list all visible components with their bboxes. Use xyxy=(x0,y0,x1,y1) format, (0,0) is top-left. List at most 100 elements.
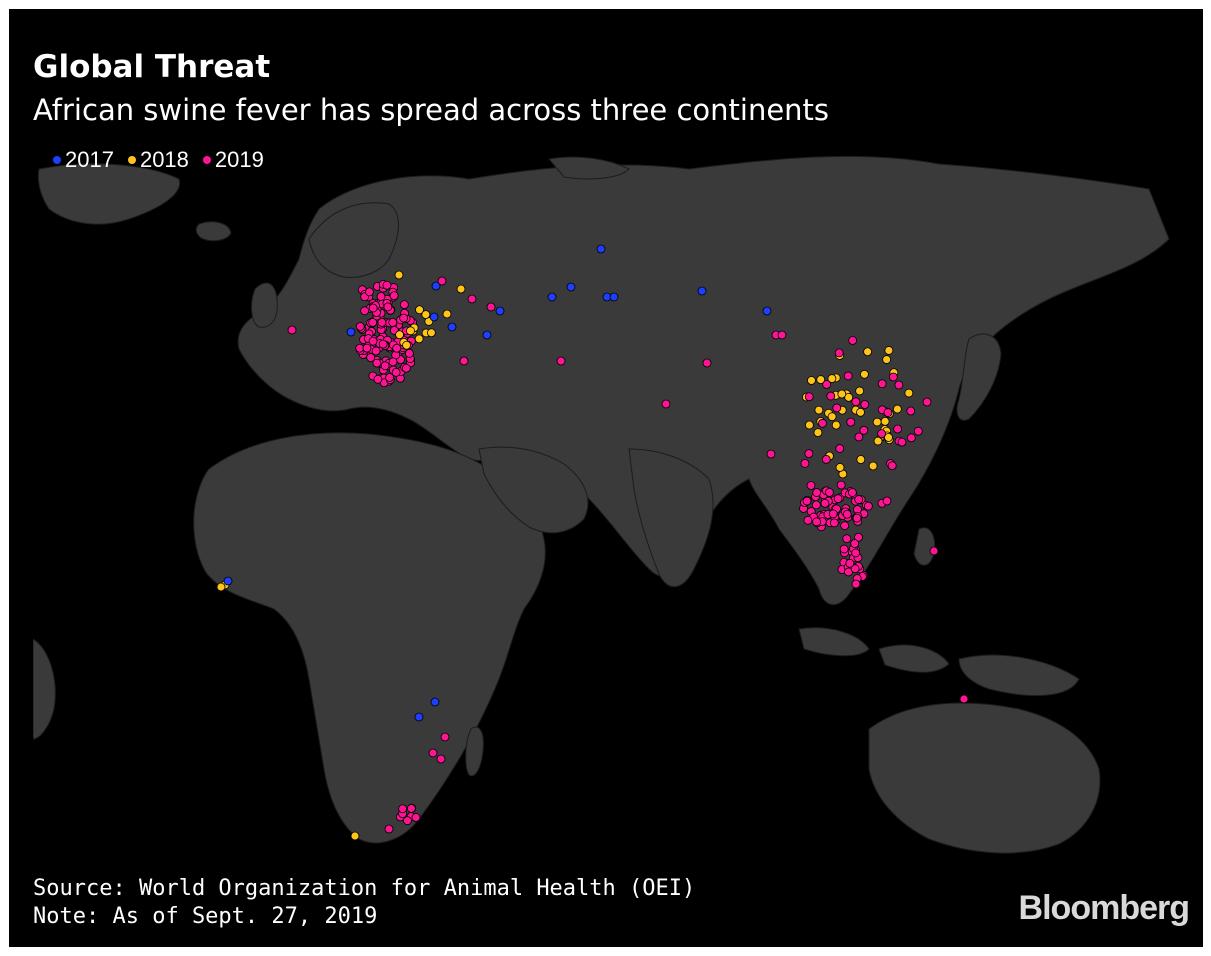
outbreak-marker-2019 xyxy=(459,356,469,366)
chart-subtitle: African swine fever has spread across th… xyxy=(33,93,830,127)
legend-swatch-2019 xyxy=(202,156,211,164)
outbreak-marker-2019 xyxy=(382,280,392,290)
outbreak-marker-2019 xyxy=(355,343,365,353)
outbreak-marker-2017 xyxy=(762,306,772,316)
outbreak-marker-2019 xyxy=(863,501,873,511)
bloomberg-logo: Bloomberg xyxy=(1018,889,1190,927)
outbreak-marker-2019 xyxy=(854,495,864,504)
eurasia-landmass xyxy=(237,155,1170,606)
outbreak-marker-2019 xyxy=(897,437,907,447)
outbreak-marker-2019 xyxy=(388,317,398,327)
legend-swatch-2017 xyxy=(53,156,61,164)
outbreak-marker-2019 xyxy=(398,804,407,814)
outbreak-marker-2018 xyxy=(421,310,431,319)
outbreak-marker-2019 xyxy=(802,496,812,506)
outbreak-marker-2019 xyxy=(859,425,869,435)
outbreak-marker-2019 xyxy=(913,426,923,436)
outbreak-marker-2019 xyxy=(834,348,844,358)
outbreak-marker-2019 xyxy=(437,276,447,286)
outbreak-marker-2019 xyxy=(848,336,858,345)
outbreak-marker-2019 xyxy=(377,318,387,327)
outbreak-marker-2019 xyxy=(843,371,853,381)
outbreak-marker-2019 xyxy=(888,372,898,382)
outbreak-marker-2018 xyxy=(350,831,360,841)
outbreak-marker-2019 xyxy=(842,509,852,519)
outbreak-marker-2019 xyxy=(836,480,846,490)
outbreak-marker-2019 xyxy=(399,313,409,323)
outbreak-markers xyxy=(216,244,969,841)
outbreak-marker-2018 xyxy=(406,326,415,336)
outbreak-marker-2019 xyxy=(829,518,839,528)
outbreak-marker-2019 xyxy=(366,353,376,362)
legend-item-2019: 2019 xyxy=(202,147,264,173)
outbreak-marker-2019 xyxy=(906,406,916,416)
outbreak-marker-2017 xyxy=(566,282,576,292)
legend: 2017 2018 2019 xyxy=(53,147,264,173)
arctic-islands xyxy=(548,156,630,180)
outbreak-marker-2018 xyxy=(415,305,424,315)
outbreak-marker-2019 xyxy=(376,292,386,301)
australia xyxy=(868,702,1101,854)
outbreak-marker-2019 xyxy=(828,509,838,519)
philippines xyxy=(913,527,936,566)
outbreak-marker-2018 xyxy=(804,420,814,430)
madagascar xyxy=(465,726,484,777)
outbreak-marker-2017 xyxy=(697,286,707,296)
outbreak-marker-2018 xyxy=(813,428,823,437)
outbreak-marker-2019 xyxy=(373,374,383,384)
outbreak-marker-2019 xyxy=(383,302,393,312)
chart-title: Global Threat xyxy=(33,49,271,85)
legend-label-2017: 2017 xyxy=(65,147,114,172)
outbreak-marker-2017 xyxy=(414,712,424,722)
outbreak-marker-2019 xyxy=(378,339,388,349)
africa-landmass xyxy=(193,432,546,844)
outbreak-marker-2019 xyxy=(845,558,855,568)
outbreak-marker-2018 xyxy=(831,420,841,430)
scandinavia xyxy=(308,202,399,278)
outbreak-marker-2019 xyxy=(362,343,372,353)
indian-subcontinent xyxy=(628,448,714,587)
outbreak-marker-2018 xyxy=(868,461,878,471)
outbreak-marker-2019 xyxy=(777,330,787,340)
outbreak-marker-2019 xyxy=(893,424,903,434)
outbreak-marker-2018 xyxy=(827,412,837,422)
legend-item-2017: 2017 xyxy=(53,147,114,173)
outbreak-marker-2019 xyxy=(846,417,856,427)
arabian-peninsula xyxy=(478,446,589,534)
outbreak-marker-2019 xyxy=(392,343,402,353)
outbreak-marker-2018 xyxy=(414,334,424,344)
outbreak-marker-2019 xyxy=(822,380,832,389)
outbreak-marker-2018 xyxy=(837,389,847,399)
outbreak-marker-2018 xyxy=(856,407,865,417)
outbreak-marker-2019 xyxy=(840,521,850,531)
outbreak-marker-2017 xyxy=(346,327,356,337)
outbreak-marker-2019 xyxy=(372,358,382,368)
outbreak-marker-2018 xyxy=(884,346,894,355)
outbreak-marker-2017 xyxy=(596,244,606,254)
great-britain xyxy=(251,282,278,328)
outbreak-marker-2019 xyxy=(812,488,822,497)
outbreak-marker-2017 xyxy=(547,292,557,302)
outbreak-marker-2019 xyxy=(380,361,390,371)
outbreak-marker-2019 xyxy=(851,397,861,407)
outbreak-marker-2017 xyxy=(431,281,441,291)
outbreak-marker-2019 xyxy=(820,498,830,508)
outbreak-marker-2017 xyxy=(430,697,440,707)
outbreak-marker-2019 xyxy=(428,748,438,758)
footer: Source: World Organization for Animal He… xyxy=(33,875,695,931)
outbreak-marker-2019 xyxy=(411,813,421,822)
outbreak-marker-2019 xyxy=(355,322,365,331)
outbreak-marker-2019 xyxy=(806,481,816,490)
legend-label-2019: 2019 xyxy=(214,147,264,172)
outbreak-marker-2017 xyxy=(429,312,439,322)
outbreak-marker-2018 xyxy=(807,376,816,385)
outbreak-marker-2017 xyxy=(495,306,505,316)
outbreak-marker-2018 xyxy=(402,340,411,350)
outbreak-marker-2019 xyxy=(371,346,381,356)
outbreak-marker-2018 xyxy=(394,270,404,280)
outbreak-marker-2019 xyxy=(812,517,822,527)
indonesia-west xyxy=(798,627,870,657)
outbreak-marker-2018 xyxy=(872,417,882,427)
outbreak-marker-2019 xyxy=(877,429,887,439)
outbreak-marker-2019 xyxy=(883,408,893,417)
